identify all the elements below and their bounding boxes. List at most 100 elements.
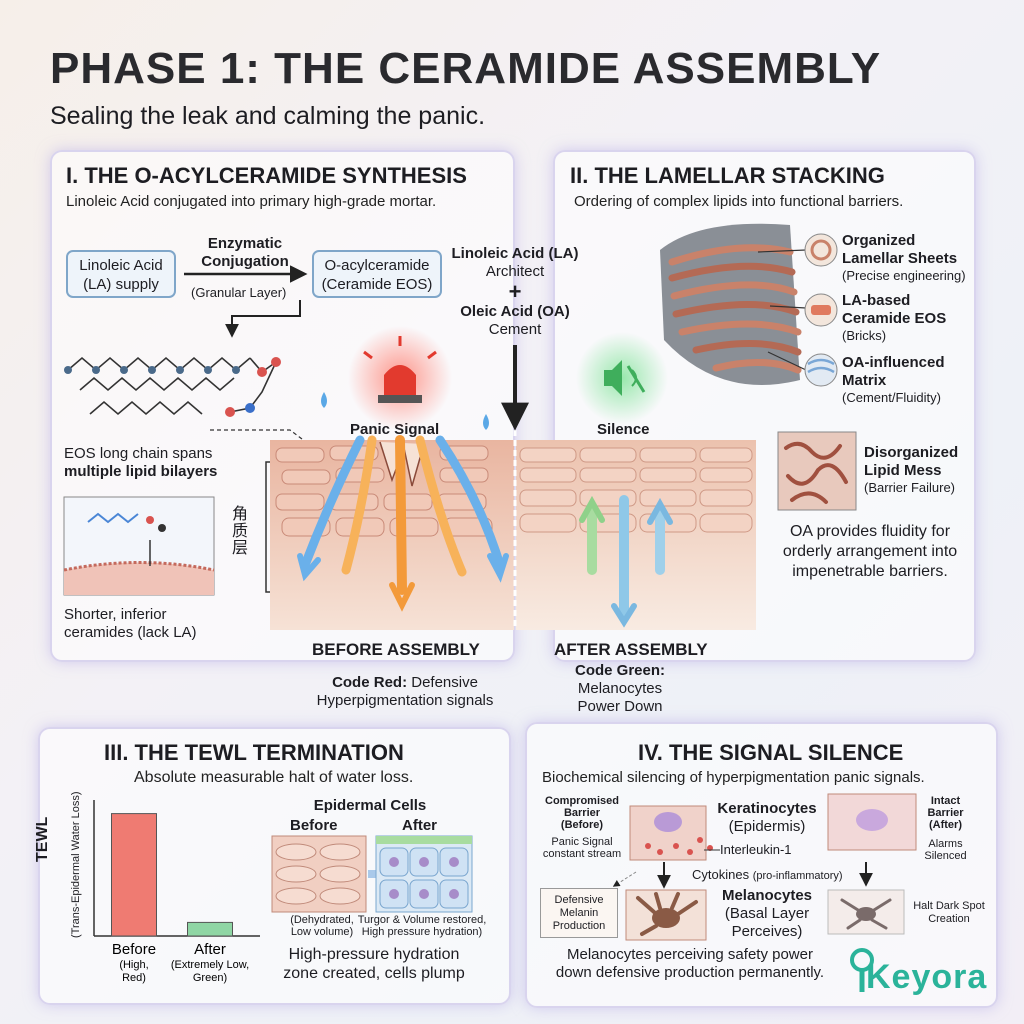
alarms-silenced-label: Alarms Silenced xyxy=(918,838,973,862)
panic-stream-line1: Panic Signal xyxy=(551,836,613,848)
water-leak-label: Water Leak Plugged xyxy=(630,580,730,616)
lamellar-item-2-sub: (Bricks) xyxy=(842,328,887,343)
panel-synthesis xyxy=(50,150,515,662)
compromised-line3: (Before) xyxy=(560,819,604,831)
intact-label: Intact Barrier (After) xyxy=(918,795,973,831)
cytokines-text: Cytokines xyxy=(692,867,750,882)
stratum-corneum-label: 角质层 xyxy=(232,504,249,557)
oa-role: Cement xyxy=(488,321,542,338)
keratinocytes-title: Keratinocytes xyxy=(717,800,817,817)
enzymatic-line2: Conjugation xyxy=(201,253,289,270)
lipid-mess-line1: Disorganized xyxy=(864,444,959,461)
page-title: PHASE 1: THE CERAMIDE ASSEMBLY xyxy=(50,44,882,93)
section1-desc: Linoleic Acid conjugated into primary hi… xyxy=(66,193,437,210)
safety-note-line1: Melanocytes perceiving safety power xyxy=(567,946,813,963)
section2-desc: Ordering of complex lipids into function… xyxy=(574,193,904,210)
code-red-label: Code Red: xyxy=(332,674,408,691)
lamellar-item-3-sub: (Cement/Fluidity) xyxy=(842,390,941,405)
section4-desc: Biochemical silencing of hyperpigmentati… xyxy=(542,769,925,786)
tewl-category-label: After xyxy=(194,941,226,958)
tewl-category-note: (High, xyxy=(119,959,148,971)
oa-note-line2: orderly arrangement into xyxy=(782,543,958,560)
la-supply-box: Linoleic Acid (LA) supply xyxy=(66,250,176,298)
tewl-bar-before xyxy=(111,813,157,937)
water-leak-line1: Water Leak xyxy=(640,580,720,597)
hydration-note: High-pressure hydration zone created, ce… xyxy=(264,945,484,983)
lamellar-item-2-line1: LA-based xyxy=(842,292,911,309)
epi-before-label: Before xyxy=(290,817,338,834)
before-cells-line2: Low volume) xyxy=(290,926,354,938)
after-assembly-title: AFTER ASSEMBLY xyxy=(554,640,708,659)
basal-line1: (Basal Layer xyxy=(724,905,810,922)
panic-stream-line2: constant stream xyxy=(542,848,622,860)
compromised-line2: Barrier xyxy=(563,807,601,819)
compromised-label: Compromised Barrier (Before) xyxy=(536,795,628,831)
code-green-line2: Melanocytes xyxy=(577,680,663,697)
after-cells-line2: High pressure hydration) xyxy=(361,926,483,938)
cytokines-sub: (pro-inflammatory) xyxy=(752,870,843,882)
section4-title: IV. THE SIGNAL SILENCE xyxy=(638,740,904,765)
leak-alarms-label: Leak Alarms constant stream xyxy=(280,588,400,621)
tewl-axis-label: TEWL xyxy=(34,816,51,862)
code-green-line3: Power Down xyxy=(577,698,663,715)
alarms-line1: Alarms xyxy=(928,838,963,850)
code-green-label: Code Green: xyxy=(574,662,665,679)
oa-note-line3: impenetrable barriers. xyxy=(792,563,948,580)
after-cells-line1: Turgor & Volume restored, xyxy=(357,914,487,926)
lamellar-item-1: Organized Lamellar Sheets (Precise engin… xyxy=(842,232,966,283)
alarms-line2: Silenced xyxy=(924,850,967,862)
enzymatic-line1: Enzymatic xyxy=(207,235,283,252)
panel-signal xyxy=(525,722,998,1008)
code-red-line2: Hyperpigmentation signals xyxy=(316,692,494,709)
after-code-text: Code Green: Melanocytes Power Down xyxy=(560,662,680,716)
panic-signal-label: Panic Signal xyxy=(350,421,440,438)
eos-box-line2: (Ceramide EOS) xyxy=(321,276,433,293)
la-role: Architect xyxy=(485,263,545,280)
panel-lamellar xyxy=(553,150,976,662)
defensive-melanin-box: Defensive Melanin Production xyxy=(540,888,618,938)
enzymatic-label: Enzymatic Conjugation xyxy=(190,235,300,271)
defensive-line1: Defensive xyxy=(554,894,604,906)
intact-line1: Intact xyxy=(930,795,961,807)
ceramide-eos-box: O-acylceramide (Ceramide EOS) xyxy=(312,250,442,298)
before-assembly-title: BEFORE ASSEMBLY xyxy=(312,640,480,659)
lamellar-item-1-line2: Lamellar Sheets xyxy=(842,250,958,267)
silence-label: Silence xyxy=(597,421,650,438)
hydration-note-line2: zone created, cells plump xyxy=(283,965,465,982)
la-name: Linoleic Acid (LA) xyxy=(451,245,579,262)
before-cells-line1: (Dehydrated, xyxy=(290,914,354,926)
la-supply-line2: (LA) supply xyxy=(83,276,159,293)
after-cells-caption: Turgor & Volume restored, High pressure … xyxy=(352,914,492,938)
oa-fluidity-note: OA provides fluidity for orderly arrange… xyxy=(770,522,970,582)
eos-span-text: EOS long chain spans multiple lipid bila… xyxy=(64,445,217,481)
melanocyte-safety-note: Melanocytes perceiving safety power down… xyxy=(535,946,845,982)
leak-alarms-title: Leak Alarms xyxy=(295,588,385,605)
lamellar-item-3: OA-influenced Matrix (Cement/Fluidity) xyxy=(842,354,945,405)
lamellar-item-3-line2: Matrix xyxy=(842,372,887,389)
plus-sign: + xyxy=(508,279,522,304)
lamellar-item-3-line1: OA-influenced xyxy=(842,354,945,371)
epi-after-label: After xyxy=(402,817,438,834)
halt-line2: Creation xyxy=(928,913,970,925)
tewl-category-note: Green) xyxy=(193,972,227,984)
lipid-mess-sub: (Barrier Failure) xyxy=(864,480,956,495)
before-code-text: Code Red: Defensive Hyperpigmentation si… xyxy=(290,674,520,710)
keratinocytes-label: Keratinocytes (Epidermis) xyxy=(712,800,822,836)
interleukin-label: Interleukin-1 xyxy=(720,842,792,857)
section3-desc: Absolute measurable halt of water loss. xyxy=(134,769,414,786)
melanocytes-label: Melanocytes (Basal Layer Perceives) xyxy=(712,887,822,941)
before-cells-caption: (Dehydrated, Low volume) xyxy=(272,914,372,938)
hydration-note-line1: High-pressure hydration xyxy=(288,946,460,963)
compromised-line1: Compromised xyxy=(545,795,619,807)
defensive-line2: Melanin xyxy=(559,907,599,919)
tewl-bar-after xyxy=(187,921,233,937)
brand-logo: Keyora xyxy=(866,958,988,996)
code-red-rest: Defensive xyxy=(407,674,478,691)
granular-label: (Granular Layer) xyxy=(191,285,287,300)
section1-title: I. THE O-ACYLCERAMIDE SYNTHESIS xyxy=(66,163,467,188)
epidermal-cells-title: Epidermal Cells xyxy=(313,797,427,814)
melanocytes-title: Melanocytes xyxy=(721,887,813,904)
lamellar-item-2: LA-based Ceramide EOS (Bricks) xyxy=(842,292,946,343)
tewl-category-label: Before xyxy=(112,941,156,958)
la-supply-line1: Linoleic Acid xyxy=(79,257,163,274)
